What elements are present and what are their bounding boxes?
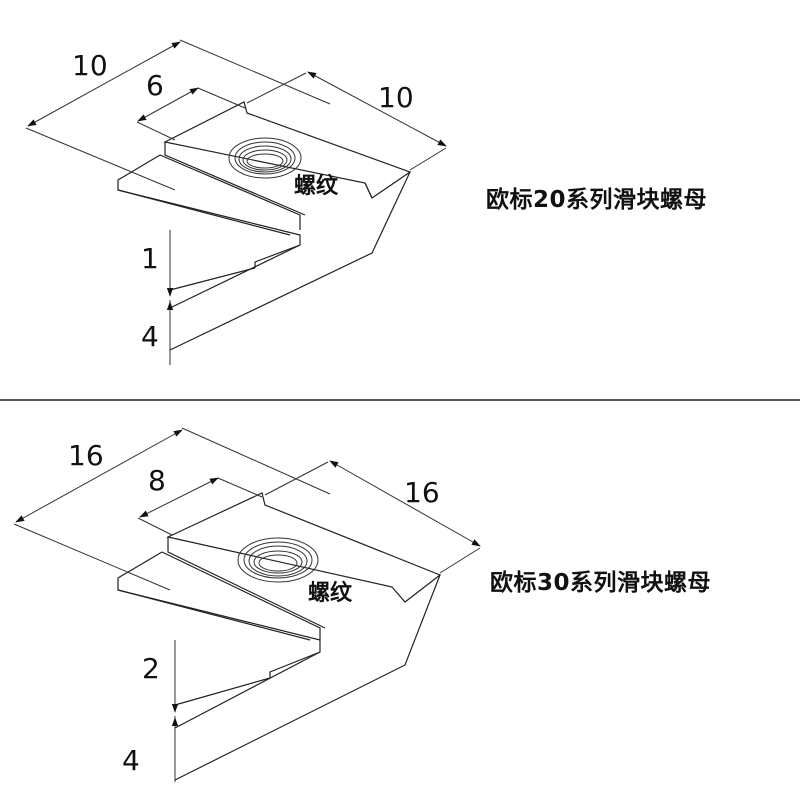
dim-width-value: 10 [72,49,108,82]
dim-height-value-30: 4 [122,744,140,777]
panel-30-series: 16 8 16 2 4 螺纹 欧标30系列滑块螺母 [13,427,711,782]
dim-length-value-30: 16 [404,476,440,509]
dim-width-value-30: 16 [68,439,104,472]
thread-label-20: 螺纹 [294,173,339,199]
dimension-height-20: 1 4 [141,230,174,365]
threaded-hole-30 [237,537,319,583]
panel-title-30: 欧标30系列滑块螺母 [490,570,711,596]
dimension-height-30: 2 4 [122,640,179,782]
thread-label-30: 螺纹 [308,580,353,606]
slot-nut-drawing-30 [117,492,442,781]
dim-top-width-value-30: 8 [148,464,166,497]
dim-top-width-value: 6 [146,69,164,102]
slot-nut-drawing-20 [117,101,412,351]
dimension-length-20: 10 [246,71,447,171]
dimension-top-width-20: 6 [136,69,246,141]
dimension-length-30: 16 [264,460,481,574]
threaded-hole-20 [228,137,302,179]
dim-height-value: 4 [141,320,159,353]
dimension-top-width-30: 8 [137,464,263,536]
panel-20-series: 10 6 10 1 4 螺纹 欧标20系列滑块螺母 [25,39,707,365]
dimension-width-20: 10 [25,39,331,191]
dim-length-value: 10 [378,81,414,114]
dim-flange-value-30: 2 [142,652,160,685]
dim-flange-value: 1 [141,242,159,275]
panel-title-20: 欧标20系列滑块螺母 [486,187,707,213]
dimension-width-30: 16 [13,427,331,591]
